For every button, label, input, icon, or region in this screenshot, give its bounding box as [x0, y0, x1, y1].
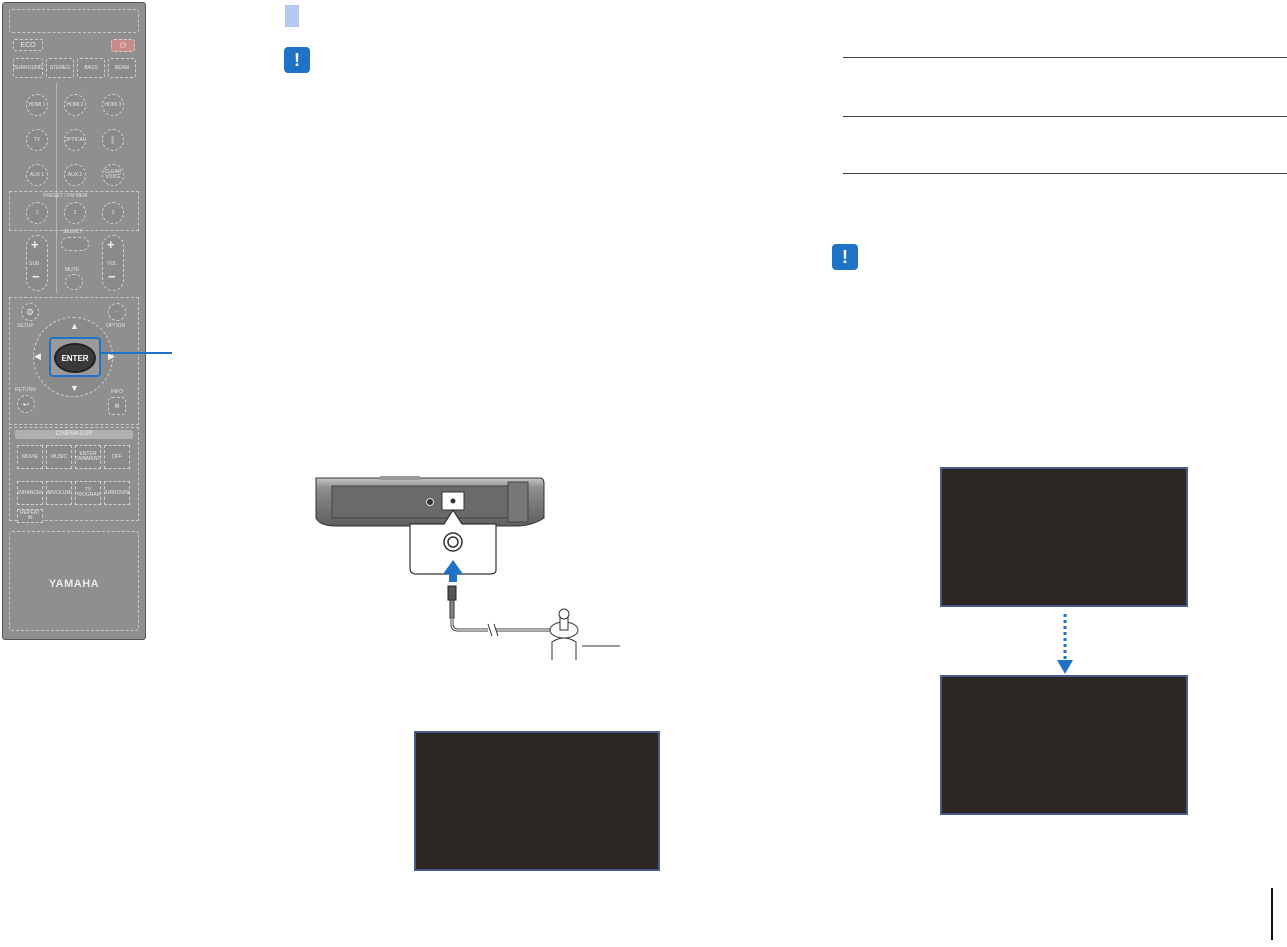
soundbar-side	[507, 481, 529, 523]
exclamation-icon: !	[284, 47, 310, 73]
soundbar-top-notch	[380, 476, 420, 480]
microphone-head	[558, 608, 570, 620]
info-button[interactable]: ▤	[108, 397, 126, 415]
eco-button[interactable]: ECO	[13, 39, 43, 51]
down-arrow-icon[interactable]: ▼	[70, 383, 79, 393]
power-button[interactable]: ⏻	[111, 39, 135, 52]
aux2-button[interactable]: AUX 2	[64, 164, 86, 186]
enhancer-button[interactable]: ENHANCER	[17, 481, 43, 505]
tv-button[interactable]: TV	[26, 129, 48, 151]
remote-bottom-area	[9, 531, 139, 631]
zoom-source-jack	[450, 498, 456, 504]
preset-label: PRESET / FM MEM	[43, 193, 88, 199]
setup-button[interactable]: ⚙	[21, 303, 39, 321]
hdmi1-button[interactable]: HDMI 1	[26, 94, 48, 116]
cable-break-mark	[487, 623, 499, 637]
sub-minus-icon: −	[32, 269, 40, 284]
dsp-off-button[interactable]: OFF	[104, 445, 130, 469]
optical-button[interactable]: OPTICAL	[64, 129, 86, 151]
music-button[interactable]: MUSIC	[46, 445, 72, 469]
soundbar-connection-diagram	[315, 476, 620, 660]
hdmi3-button[interactable]: HDMI 3	[102, 94, 124, 116]
display-screen-2	[940, 467, 1188, 607]
cinema-dsp-area	[9, 427, 139, 521]
yamaha-logo: YAMAHA	[48, 578, 100, 590]
cable-plug	[447, 585, 457, 601]
table-rule-2	[843, 116, 1287, 117]
up-arrow-icon[interactable]: ▲	[70, 321, 79, 331]
up-arrow-icon	[443, 560, 463, 582]
section-marker	[285, 5, 299, 27]
return-button[interactable]: ↩	[17, 395, 35, 413]
tv-program-button[interactable]: TV PROGRAM	[75, 481, 101, 505]
bass-button[interactable]: BASS	[77, 58, 105, 78]
repeat-in-button[interactable]: REPEAT IN	[17, 509, 43, 523]
table-rule-1	[843, 57, 1287, 58]
exclamation-icon: !	[832, 244, 858, 270]
hdmi2-button[interactable]: HDMI 2	[64, 94, 86, 116]
vol-plus-icon: +	[107, 237, 115, 252]
microphone-stand	[551, 637, 577, 660]
remote-control-illustration: ECO ⏻ SURROUND STEREO BASS BEAM HDMI 1 H…	[2, 2, 146, 640]
display-screen-1	[414, 731, 660, 871]
cable	[450, 618, 488, 632]
page-edge-bar	[1271, 888, 1273, 940]
mute-label: MUTE	[65, 267, 80, 273]
movie-button[interactable]: MOVIE	[17, 445, 43, 469]
display-screen-3	[940, 675, 1188, 815]
left-arrow-icon[interactable]: ◀	[34, 351, 41, 361]
remote-divider	[56, 83, 57, 293]
enter-button[interactable]: ENTER	[54, 343, 96, 373]
sub-plus-icon: +	[31, 237, 39, 252]
preset-area	[9, 191, 139, 231]
option-button[interactable]: ···	[108, 303, 126, 321]
preset-1-button[interactable]: 1	[26, 202, 48, 224]
info-label: INFO	[111, 389, 123, 395]
return-label: RETURN	[15, 387, 36, 393]
select-button[interactable]	[61, 237, 89, 251]
cinema-dsp-label: CINEMA DSP	[15, 430, 133, 439]
mute-button[interactable]	[65, 274, 83, 290]
select-label: SELECT	[63, 229, 83, 235]
surround-mode-button[interactable]: SURROUND	[104, 481, 130, 505]
table-rule-3	[843, 173, 1287, 174]
vol-minus-icon: −	[108, 269, 116, 284]
option-label: OPTION	[106, 323, 126, 329]
entertainment-button[interactable]: ENTER TAINMENT	[75, 445, 101, 469]
callout-jack-inner	[447, 536, 459, 548]
preset-2-button[interactable]: 2	[64, 202, 86, 224]
beam-button[interactable]: BEAM	[108, 58, 136, 78]
stereo-button[interactable]: STEREO	[46, 58, 74, 78]
clear-voice-button[interactable]: CLEAR VOICE	[102, 164, 124, 186]
nav-area	[9, 297, 139, 425]
soundbar-jack-left	[426, 498, 434, 506]
setup-label: SETUP	[17, 323, 34, 329]
bluetooth-button[interactable]: ᛒ	[102, 129, 124, 151]
aux1-button[interactable]: AUX 1	[26, 164, 48, 186]
cable-plug-tip	[449, 599, 455, 619]
dashed-down-arrow-icon	[1057, 614, 1073, 674]
sub-label: SUB	[29, 261, 40, 267]
right-arrow-icon[interactable]: ▶	[108, 351, 115, 361]
remote-top-area	[9, 9, 139, 33]
enter-callout-line	[100, 352, 172, 354]
univolume-button[interactable]: UNIVOLUME	[46, 481, 72, 505]
soundbar-panel	[331, 485, 509, 519]
vol-label: VOL	[107, 261, 118, 267]
preset-3-button[interactable]: 3	[102, 202, 124, 224]
volume-rocker[interactable]	[102, 235, 124, 291]
surround-button[interactable]: SURROUND	[13, 58, 43, 78]
subwoofer-rocker[interactable]	[26, 235, 48, 291]
